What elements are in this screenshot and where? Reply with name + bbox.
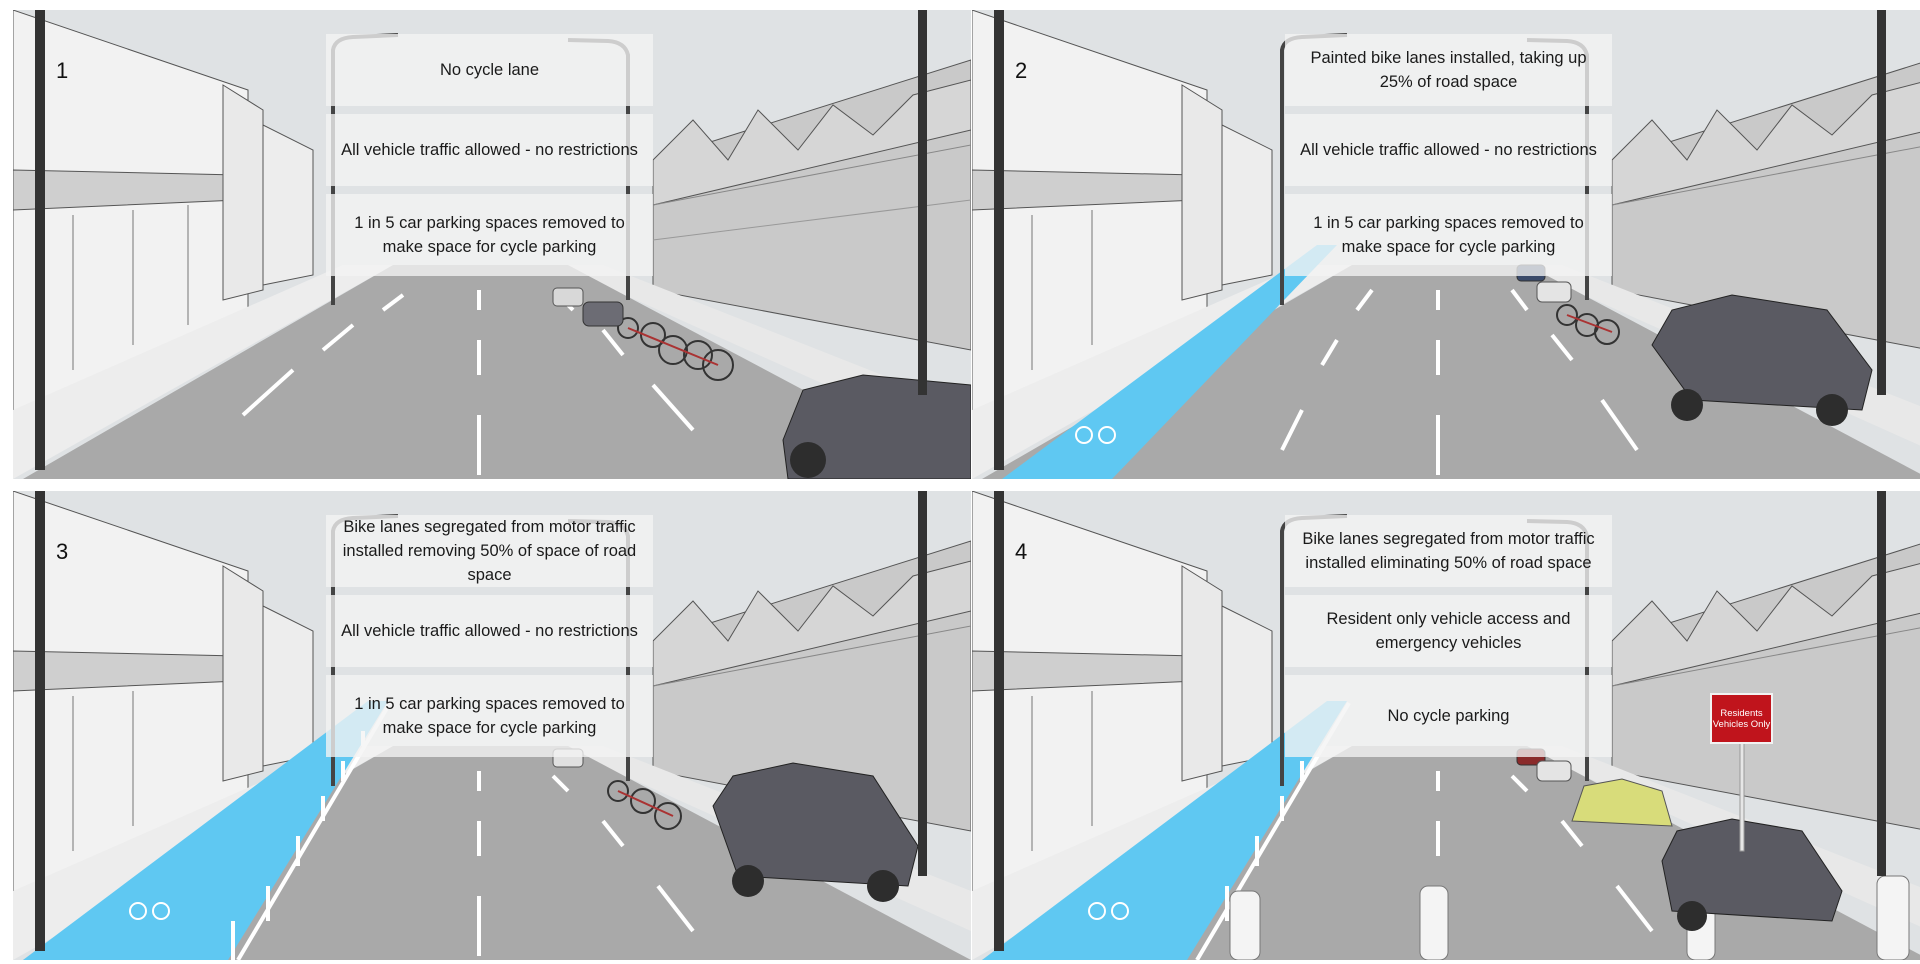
cycle-lane-caption: Bike lanes segregated from motor traffic… [1285, 515, 1612, 587]
painted-bike-lane [1002, 245, 1337, 479]
cycle-lane-caption: No cycle lane [326, 34, 653, 106]
parked-bicycles [617, 317, 734, 381]
traffic-caption: Resident only vehicle access and emergen… [1285, 595, 1612, 667]
cycle-lane-caption: Bike lanes segregated from motor traffic… [326, 515, 653, 587]
scenario-panel-1: 1 No cycle lane All vehicle traffic allo… [13, 10, 971, 479]
scenario-number: 1 [56, 58, 69, 83]
residents-only-sign: Residents Vehicles Only [1710, 693, 1773, 744]
parked-cars [552, 287, 971, 479]
scenario-number: 4 [1015, 539, 1028, 564]
scenario-panel-4: 4 Bike lanes segregated from motor traff… [972, 491, 1920, 960]
scenario-number: 3 [56, 539, 69, 564]
parking-caption: 1 in 5 car parking spaces removed to mak… [1285, 194, 1612, 276]
street-scene [972, 10, 1920, 479]
traffic-caption: All vehicle traffic allowed - no restric… [326, 114, 653, 186]
scenario-number: 2 [1015, 58, 1028, 83]
cycle-lane-caption: Painted bike lanes installed, taking up … [1285, 34, 1612, 106]
parking-caption: 1 in 5 car parking spaces removed to mak… [326, 675, 653, 757]
segregated-bike-lane [23, 701, 388, 960]
segregated-bike-lane [982, 701, 1347, 960]
scenario-panel-3: 3 Bike lanes segregated from motor traff… [13, 491, 971, 960]
bike-lane-symbol [1075, 426, 1116, 444]
traffic-caption: All vehicle traffic allowed - no restric… [1285, 114, 1612, 186]
traffic-caption: All vehicle traffic allowed - no restric… [326, 595, 653, 667]
scenario-panel-2: 2 Painted bike lanes installed, taking u… [972, 10, 1920, 479]
parking-caption: 1 in 5 car parking spaces removed to mak… [326, 194, 653, 276]
parking-caption: No cycle parking [1285, 675, 1612, 757]
lane-markings [241, 290, 695, 475]
